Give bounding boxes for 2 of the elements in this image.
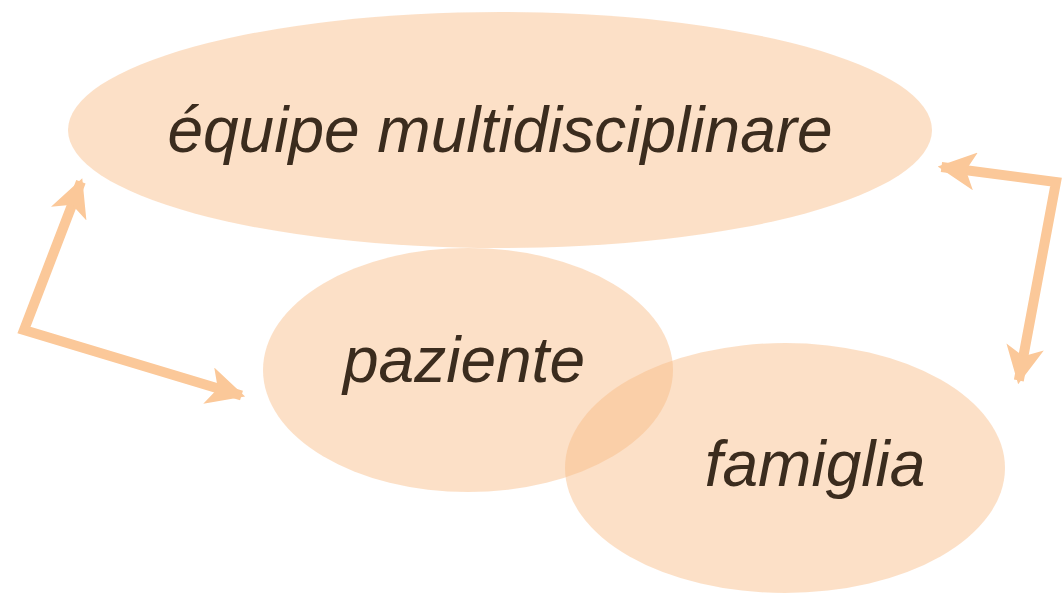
double-arrow <box>17 178 246 404</box>
double-arrow <box>937 152 1062 385</box>
